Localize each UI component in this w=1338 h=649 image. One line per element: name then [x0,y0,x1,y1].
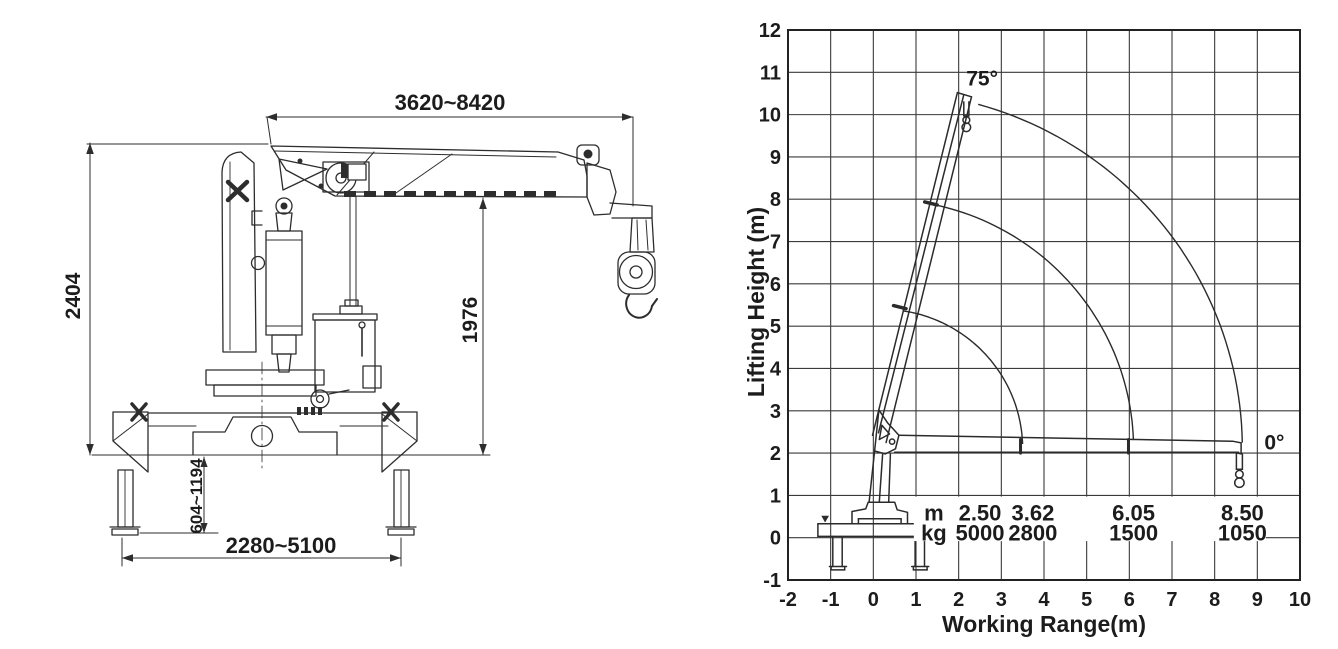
y-tick-label: 6 [770,274,781,296]
boom-tip-arcs [902,103,1243,445]
y-tick-label: 10 [759,105,781,127]
boom-tip-arc [902,310,1024,445]
dim-label-outrigger-span: 2280~5100 [226,533,337,558]
x-tick-label: 0 [868,589,879,611]
boom-angle-label: 75° [966,68,998,91]
y-tick-label: 9 [770,147,781,169]
y-tick-label: 0 [770,528,781,550]
x-tick-label: -2 [779,589,797,611]
x-tick-label: 6 [1124,589,1135,611]
capacity-table-row-label-m: m [924,500,944,525]
winch-drum [322,161,370,194]
y-tick-label: 2 [770,443,781,465]
capacity-table-backdrop [913,496,1266,542]
y-tick-label: 3 [770,401,781,423]
x-tick-label: 4 [1038,589,1050,611]
jack-arrow-icon [821,515,829,523]
plot-border [787,29,1301,582]
y-tick-label: 8 [770,189,781,211]
mounting-deck [205,369,325,397]
capacity-table-capacity-value: 1500 [1109,521,1158,546]
capacity-table-reach-value: 3.62 [1011,500,1054,525]
x-tick-label: 7 [1166,589,1177,611]
capacity-table-capacity-value: 2800 [1008,521,1057,546]
hook-block [576,144,658,319]
dimension-lines [86,113,634,567]
capacity-table-row-label-kg: kg [921,521,947,546]
dim-label-boom-length: 3620~8420 [395,90,506,115]
capacity-table-reach-value: 2.50 [959,500,1002,525]
x-tick-label: 10 [1289,589,1311,611]
capacity-table-reach-value: 8.50 [1221,500,1264,525]
y-tick-label: 11 [760,62,781,84]
dimension-arrowheads [86,113,633,562]
y-tick-label: -1 [763,570,781,592]
capacity-table-capacity-value: 1050 [1218,521,1267,546]
boom-section-hatch [344,191,556,197]
boom-angle-label: 0° [1264,432,1284,455]
x-tick-label: 8 [1209,589,1220,611]
crane-dimension-drawing: 3620~8420 2404 1976 604~1194 2280~5100 [62,90,658,567]
x-tick-label: 5 [1081,589,1092,611]
chart-grid [787,29,1301,581]
boom-section-mark [891,303,908,311]
capacity-table-capacity-value: 5000 [956,521,1005,546]
capacity-table-reach-value: 6.05 [1112,500,1155,525]
y-tick-label: 7 [770,232,781,254]
y-tick-label: 12 [759,20,781,42]
x-tick-label: -1 [822,589,840,611]
lift-cylinder [265,197,303,373]
working-range-chart: mkg2.5050003.6228006.0515008.50105075°0°… [743,20,1311,637]
x-tick-label: 2 [953,589,964,611]
hook-icon [625,294,653,319]
y-tick-label: 5 [770,316,781,338]
base-pedestal [91,361,491,471]
x-axis-title: Working Range(m) [942,611,1146,637]
x-tick-label: 9 [1252,589,1263,611]
chart-plot-area: mkg2.5050003.6228006.0515008.50105075°0°… [759,20,1311,611]
dim-label-overall-height: 2404 [62,272,85,319]
y-axis-title: Lifting Height (m) [743,207,769,397]
dim-label-outrigger-leg-stroke: 604~1194 [187,458,206,534]
boom-tip-arc [931,203,1135,441]
boom-tip-arc [978,103,1243,443]
dim-label-boom-underside-height: 1976 [459,297,482,344]
y-tick-label: 1 [770,485,781,507]
y-tick-label: 4 [770,358,782,380]
mast-column [221,151,266,353]
x-tick-label: 1 [910,589,921,611]
boom-drawing [270,145,588,198]
hydraulic-lines [349,196,357,307]
oil-tank-pump [297,299,382,415]
x-tick-label: 3 [996,589,1007,611]
outriggers [109,402,418,536]
